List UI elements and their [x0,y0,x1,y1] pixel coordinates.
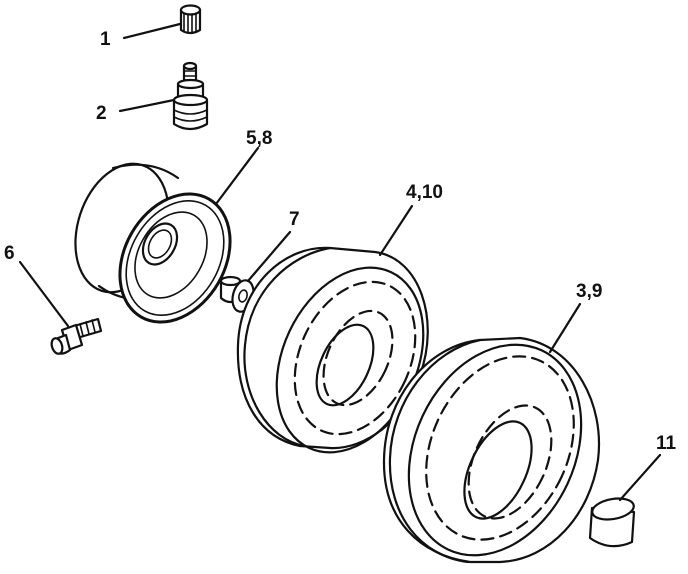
callout-5-8: 5,8 [246,128,272,149]
front-tire-part [236,246,429,454]
leader-line-3-9 [548,302,582,354]
callout-7: 7 [289,209,300,230]
leader-line-2 [118,98,176,113]
rear-tire-part [382,336,601,564]
leader-line-7 [246,230,292,283]
callout-3-9: 3,9 [576,281,602,302]
leader-line-4-10 [378,204,414,257]
wheel-rim-part [74,162,232,324]
callout-11: 11 [656,433,677,454]
leader-line-11 [618,453,662,502]
leader-line-5-8 [214,146,260,206]
valve-cap-part [179,4,202,35]
leader-line-1 [122,22,182,40]
callout-6: 6 [4,243,15,264]
callout-1: 1 [100,29,111,50]
grease-fitting-part [50,317,103,355]
leader-line-6 [18,260,70,328]
hub-cap-part [588,497,636,548]
callout-2: 2 [96,103,107,124]
callout-4-10: 4,10 [406,182,443,203]
valve-stem-part [172,61,209,131]
